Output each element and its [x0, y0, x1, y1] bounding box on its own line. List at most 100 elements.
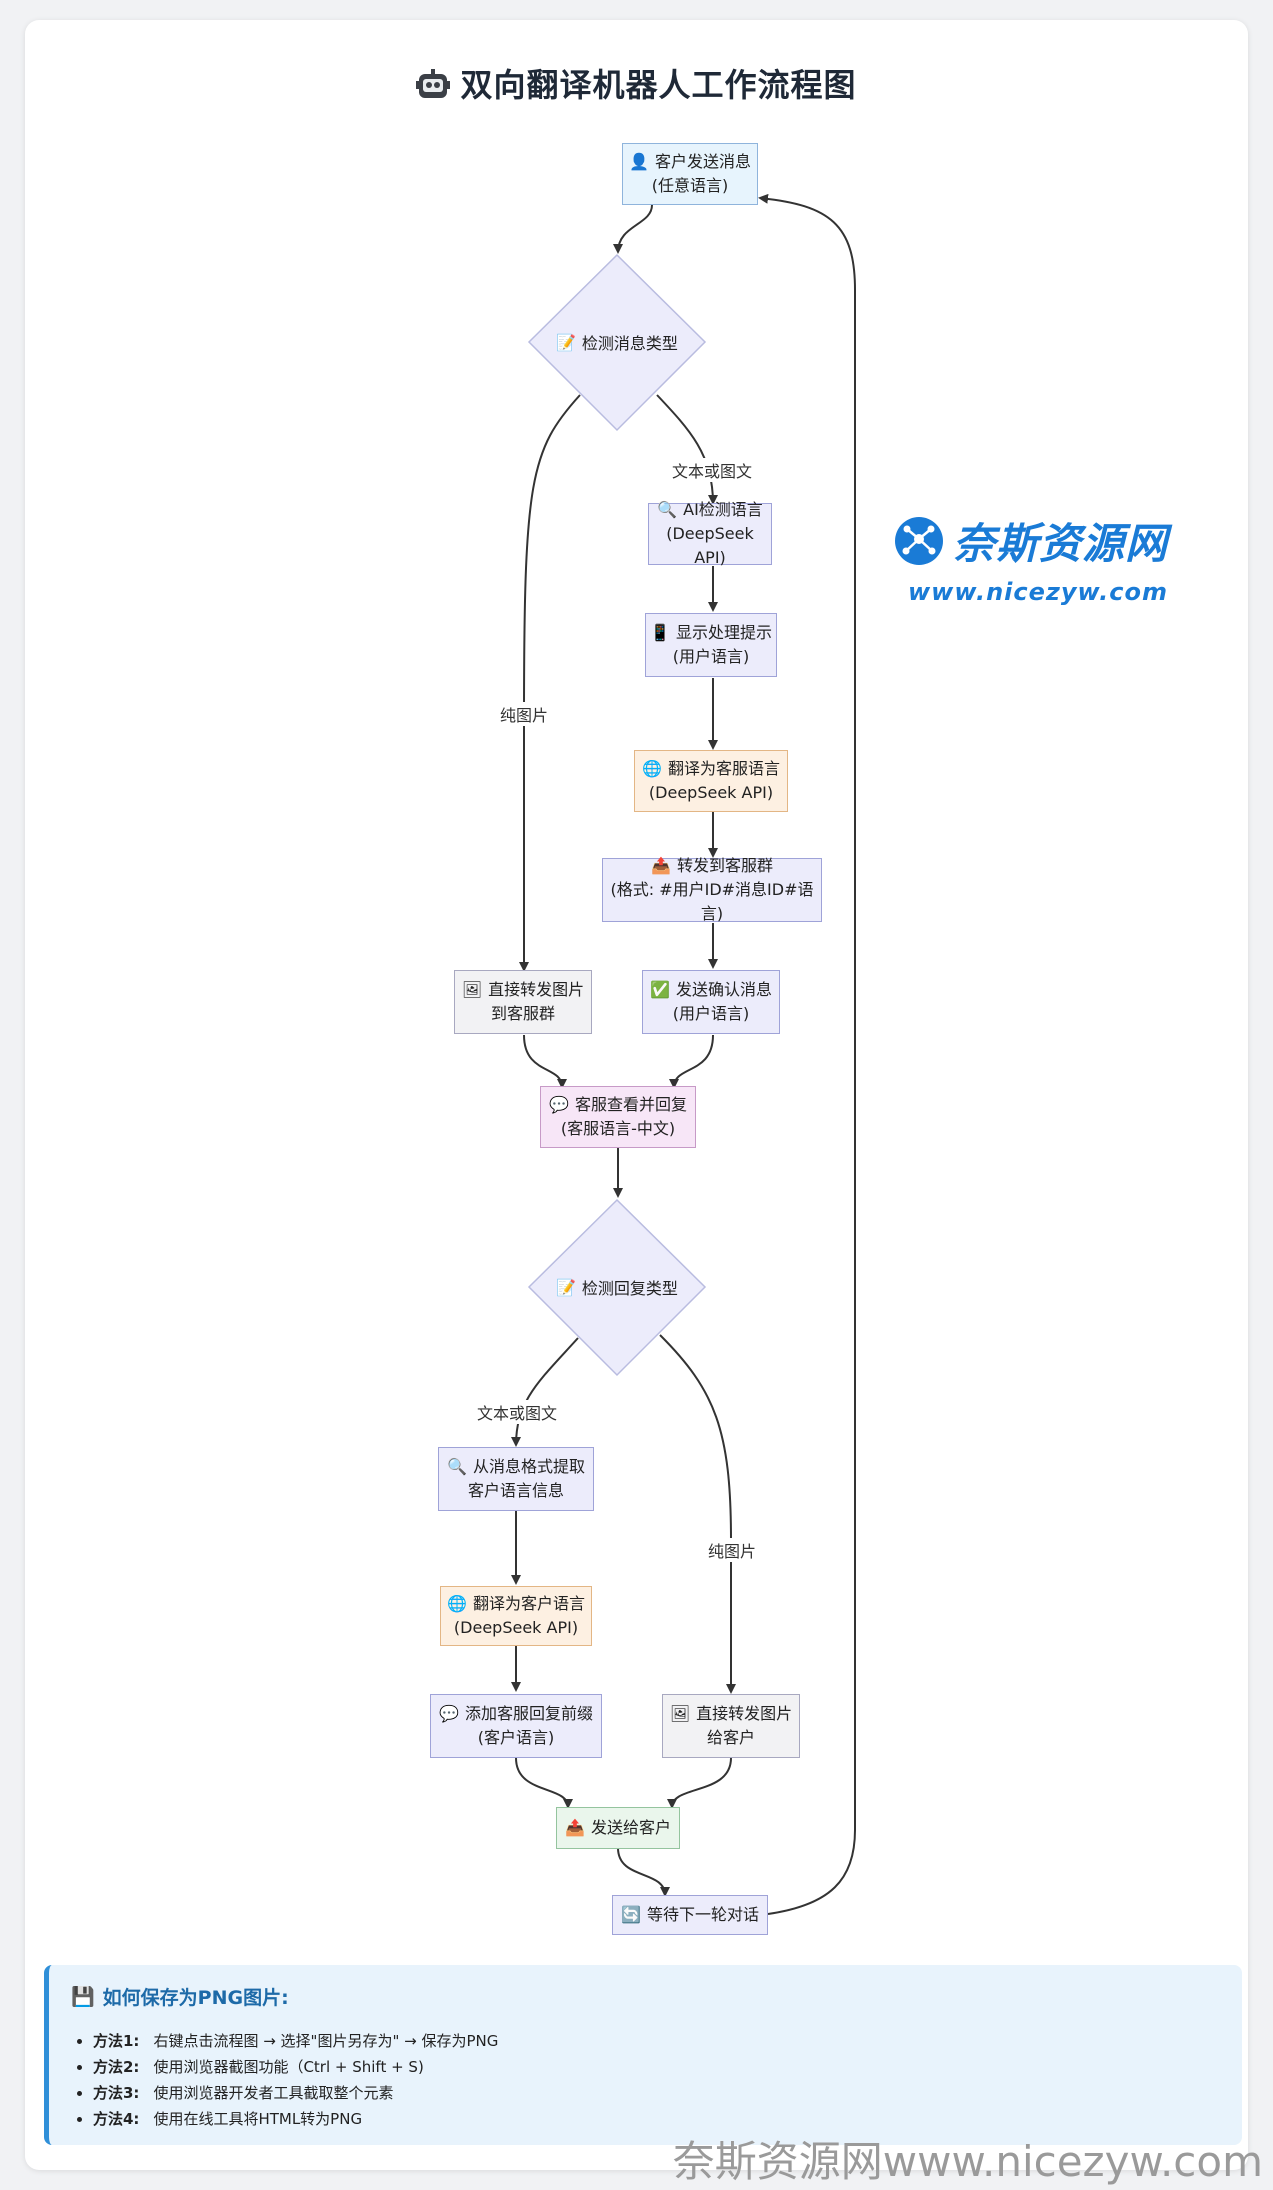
edge-label-text-or-image-1: 文本或图文 — [669, 458, 756, 482]
node-ai-detect[interactable]: 🔍 AI检测语言 (DeepSeek API) — [648, 500, 772, 567]
note-item: 方法4: 使用在线工具将HTML转为PNG — [93, 2106, 1220, 2132]
node-wait-next[interactable]: 🔄 等待下一轮对话 — [612, 1895, 768, 1935]
memo-icon: 📝 — [556, 332, 576, 352]
note-title-text: 如何保存为PNG图片: — [102, 1987, 289, 2009]
node-text: 直接转发图片 — [488, 980, 585, 999]
magnifier-icon: 🔍 — [447, 1457, 467, 1476]
node-text: 发送给客户 — [590, 1818, 671, 1837]
image-icon: 🖼 — [461, 980, 483, 999]
note-title: 💾 如何保存为PNG图片: — [71, 1983, 1220, 2010]
node-subtext: 客户语言信息 — [467, 1481, 564, 1500]
note-item-label: 方法1: — [93, 2032, 140, 2050]
node-extract-lang[interactable]: 🔍 从消息格式提取 客户语言信息 — [438, 1447, 594, 1511]
check-icon: ✅ — [650, 980, 670, 999]
node-detect-reply-type[interactable]: 📝 检测回复类型 — [556, 1275, 678, 1299]
node-add-prefix[interactable]: 💬 添加客服回复前缀 (客户语言) — [430, 1694, 602, 1758]
edge-detect2-to-extract — [511, 1337, 579, 1447]
node-text: 翻译为客户语言 — [472, 1594, 585, 1613]
note-item: 方法3: 使用浏览器开发者工具截取整个元素 — [93, 2080, 1220, 2106]
edge-customer-to-detect — [613, 204, 653, 254]
edge-label-pure-image-1: 纯图片 — [497, 702, 552, 726]
diamond-detect-reply — [527, 1198, 707, 1377]
watermark-url: www.nicezyw.com — [908, 578, 1169, 606]
edge-prefix-to-send — [515, 1757, 573, 1809]
node-text: 显示处理提示 — [675, 623, 772, 642]
image-icon: 🖼 — [669, 1704, 691, 1723]
node-customer-send[interactable]: 👤 客户发送消息 (任意语言) — [622, 143, 758, 205]
note-item-label: 方法2: — [93, 2058, 140, 2076]
edge-send-to-wait — [617, 1847, 670, 1897]
note-item-text: 使用在线工具将HTML转为PNG — [153, 2110, 363, 2128]
diamond-detect-msg — [527, 253, 707, 432]
note-item: 方法1: 右键点击流程图 → 选择"图片另存为" → 保存为PNG — [93, 2028, 1220, 2054]
node-text: 从消息格式提取 — [472, 1457, 585, 1476]
globe-icon: 🌐 — [447, 1594, 467, 1613]
node-text: 客服查看并回复 — [574, 1095, 687, 1114]
node-text: 等待下一轮对话 — [646, 1905, 759, 1924]
node-subtext: (用户语言) — [672, 1004, 750, 1023]
node-forward-image-customer[interactable]: 🖼 直接转发图片 给客户 — [662, 1694, 800, 1758]
memo-icon: 📝 — [556, 1277, 576, 1297]
edge-confirm-to-reply — [669, 1034, 714, 1089]
node-text: 检测消息类型 — [581, 334, 678, 353]
title-text: 双向翻译机器人工作流程图 — [460, 66, 857, 104]
node-subtext: (客服语言-中文) — [560, 1119, 676, 1138]
speech-bubble-icon: 💬 — [549, 1095, 569, 1114]
edge-wait-to-customer — [758, 193, 856, 1915]
node-subtext: (任意语言) — [651, 176, 729, 195]
node-subtext: (格式: #用户ID#消息ID#语言) — [610, 880, 814, 923]
node-send-confirm[interactable]: ✅发送确认消息 (用户语言) — [642, 970, 780, 1034]
node-subtext: 到客服群 — [490, 1004, 555, 1023]
edge-image-to-send — [667, 1757, 732, 1809]
node-text: 检测回复类型 — [581, 1279, 678, 1298]
note-item-text: 右键点击流程图 → 选择"图片另存为" → 保存为PNG — [153, 2032, 499, 2050]
watermark-logo: 奈斯资源网 — [893, 510, 1168, 571]
node-text: 转发到客服群 — [676, 856, 773, 875]
node-text: 直接转发图片 — [696, 1704, 793, 1723]
node-forward-group[interactable]: 📤 转发到客服群 (格式: #用户ID#消息ID#语言) — [602, 856, 822, 923]
node-detect-msg-type[interactable]: 📝 检测消息类型 — [556, 330, 678, 354]
node-text: AI检测语言 — [683, 500, 763, 519]
node-subtext: (DeepSeek API) — [666, 524, 754, 567]
note-item-label: 方法3: — [93, 2084, 140, 2102]
node-translate-to-customer[interactable]: 🌐 翻译为客户语言 (DeepSeek API) — [440, 1586, 592, 1646]
edge-label-text-or-image-2: 文本或图文 — [474, 1400, 561, 1424]
save-png-note: 💾 如何保存为PNG图片: 方法1: 右键点击流程图 → 选择"图片另存为" → … — [44, 1965, 1242, 2145]
watermark-name: 奈斯资源网 — [953, 519, 1169, 568]
globe-icon: 🌐 — [642, 759, 662, 778]
node-subtext: (用户语言) — [672, 647, 750, 666]
customer-icon: 👤 — [629, 152, 649, 171]
edge-detect-to-ai — [656, 394, 718, 505]
phone-icon: 📱 — [650, 623, 670, 642]
node-forward-image-group[interactable]: 🖼 直接转发图片 到客服群 — [454, 970, 592, 1034]
node-subtext: (DeepSeek API) — [648, 783, 774, 802]
note-item-text: 使用浏览器开发者工具截取整个元素 — [153, 2084, 394, 2102]
node-translate-to-agent[interactable]: 🌐 翻译为客服语言 (DeepSeek API) — [634, 750, 788, 812]
note-item-label: 方法4: — [93, 2110, 140, 2128]
edge-image-to-reply — [523, 1034, 567, 1089]
upload-tray-icon: 📤 — [651, 856, 671, 875]
node-subtext: (DeepSeek API) — [453, 1618, 579, 1637]
node-text: 翻译为客服语言 — [667, 759, 780, 778]
node-text: 客户发送消息 — [654, 152, 751, 171]
edge-label-pure-image-2: 纯图片 — [705, 1538, 760, 1562]
magnifier-icon: 🔍 — [657, 500, 678, 519]
robot-icon — [416, 68, 451, 110]
note-list: 方法1: 右键点击流程图 → 选择"图片另存为" → 保存为PNG 方法2: 使用浏… — [71, 2028, 1220, 2132]
node-send-customer[interactable]: 📤 发送给客户 — [556, 1807, 680, 1849]
node-agent-reply[interactable]: 💬 客服查看并回复 (客服语言-中文) — [540, 1086, 696, 1148]
note-item: 方法2: 使用浏览器截图功能（Ctrl + Shift + S) — [93, 2054, 1220, 2080]
edge-detect-to-image — [519, 394, 581, 972]
upload-tray-icon: 📤 — [565, 1818, 585, 1837]
node-subtext: (客户语言) — [477, 1728, 555, 1747]
note-item-text: 使用浏览器截图功能（Ctrl + Shift + S) — [153, 2058, 424, 2076]
node-show-hint[interactable]: 📱 显示处理提示 (用户语言) — [645, 613, 777, 677]
node-text: 添加客服回复前缀 — [464, 1704, 593, 1723]
page-title: 双向翻译机器人工作流程图 — [0, 60, 1273, 110]
refresh-icon: 🔄 — [621, 1905, 641, 1924]
floppy-disk-icon: 💾 — [71, 1986, 95, 2008]
speech-bubble-icon: 💬 — [439, 1704, 459, 1723]
node-subtext: 给客户 — [706, 1728, 755, 1747]
edge-detect2-to-image — [659, 1334, 736, 1694]
